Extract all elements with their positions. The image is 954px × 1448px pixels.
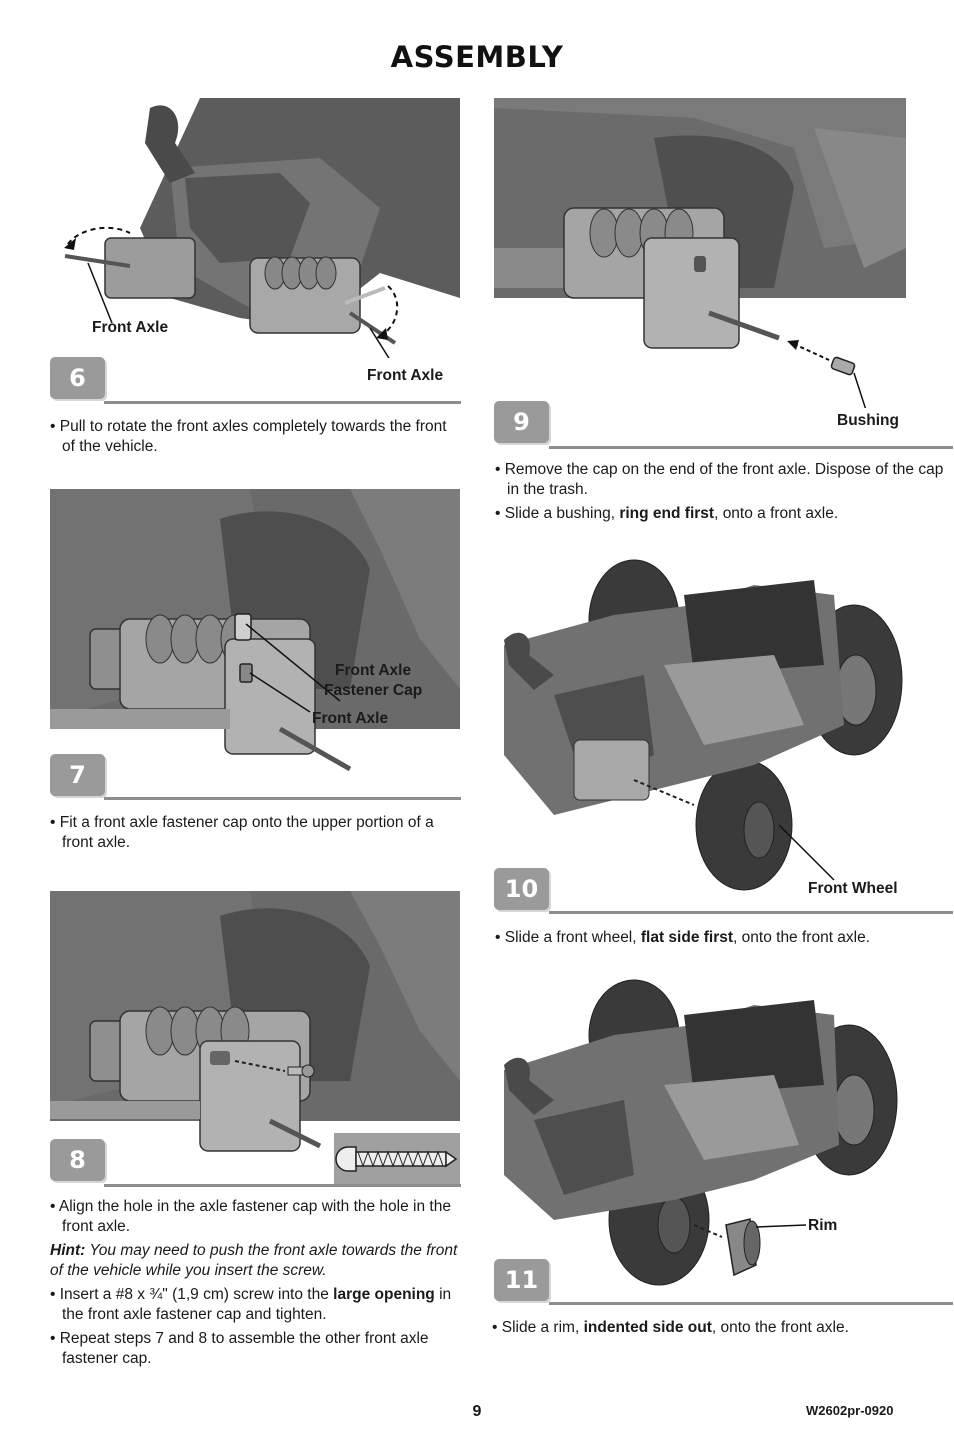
instruction-text: Remove the cap on the end of the front a… (495, 460, 945, 500)
callout-front-wheel: Front Wheel (808, 880, 898, 897)
step-6-instructions: Pull to rotate the front axles completel… (50, 417, 455, 461)
callout-front-axle: Front Axle (312, 710, 389, 727)
step-number-badge: 8 (50, 1139, 105, 1181)
callout-fastener-cap: Fastener Cap (324, 682, 423, 699)
instruction-text: Insert a #8 x ¾" (1,9 cm) screw into the… (50, 1285, 462, 1325)
instruction-text: Align the hole in the axle fastener cap … (50, 1197, 462, 1237)
step-10-illustration (504, 559, 903, 891)
hint-text: Hint: You may need to push the front axl… (50, 1241, 462, 1281)
step-9-instructions: Remove the cap on the end of the front a… (495, 460, 945, 528)
page-number: 9 (472, 1403, 482, 1420)
step-divider (104, 1184, 461, 1187)
callout-front-axle: Front Axle (335, 662, 412, 679)
instruction-text: Slide a bushing, ring end first, onto a … (495, 504, 945, 524)
step-9-illustration (494, 98, 906, 408)
step-number-badge: 10 (494, 868, 549, 910)
step-number-badge: 11 (494, 1259, 549, 1301)
step-divider (549, 446, 953, 449)
callout-front-axle: Front Axle (367, 367, 444, 384)
step-divider (104, 797, 461, 800)
instruction-text: Slide a front wheel, flat side first, on… (495, 928, 945, 948)
step-divider (549, 1302, 953, 1305)
step-number-badge: 9 (494, 401, 549, 443)
page-title: ASSEMBLY (390, 40, 564, 74)
step-11-illustration (504, 979, 898, 1286)
step-11-instructions: Slide a rim, indented side out, onto the… (492, 1318, 942, 1342)
document-code: W2602pr-0920 (806, 1403, 894, 1418)
step-number-badge: 7 (50, 754, 105, 796)
callout-front-axle: Front Axle (92, 319, 169, 336)
step-7-instructions: Fit a front axle fastener cap onto the u… (50, 813, 455, 857)
callout-bushing: Bushing (837, 412, 899, 429)
screw-actual-size-inset (334, 1133, 460, 1185)
step-divider (549, 911, 953, 914)
instruction-text: Fit a front axle fastener cap onto the u… (50, 813, 455, 853)
hint-body: You may need to push the front axle towa… (50, 1242, 458, 1279)
step-8-instructions: Align the hole in the axle fastener cap … (50, 1197, 462, 1373)
hint-label: Hint: (50, 1242, 86, 1259)
step-divider (104, 401, 461, 404)
callout-rim: Rim (808, 1217, 838, 1234)
step-6-illustration (64, 98, 460, 358)
step-8-illustration (50, 891, 460, 1152)
instruction-text: Pull to rotate the front axles completel… (50, 417, 455, 457)
step-7-illustration (50, 489, 460, 772)
instruction-text: Slide a rim, indented side out, onto the… (492, 1318, 942, 1338)
instruction-text: Repeat steps 7 and 8 to assemble the oth… (50, 1329, 462, 1369)
step-number-badge: 6 (50, 357, 105, 399)
step-10-instructions: Slide a front wheel, flat side first, on… (495, 928, 945, 952)
